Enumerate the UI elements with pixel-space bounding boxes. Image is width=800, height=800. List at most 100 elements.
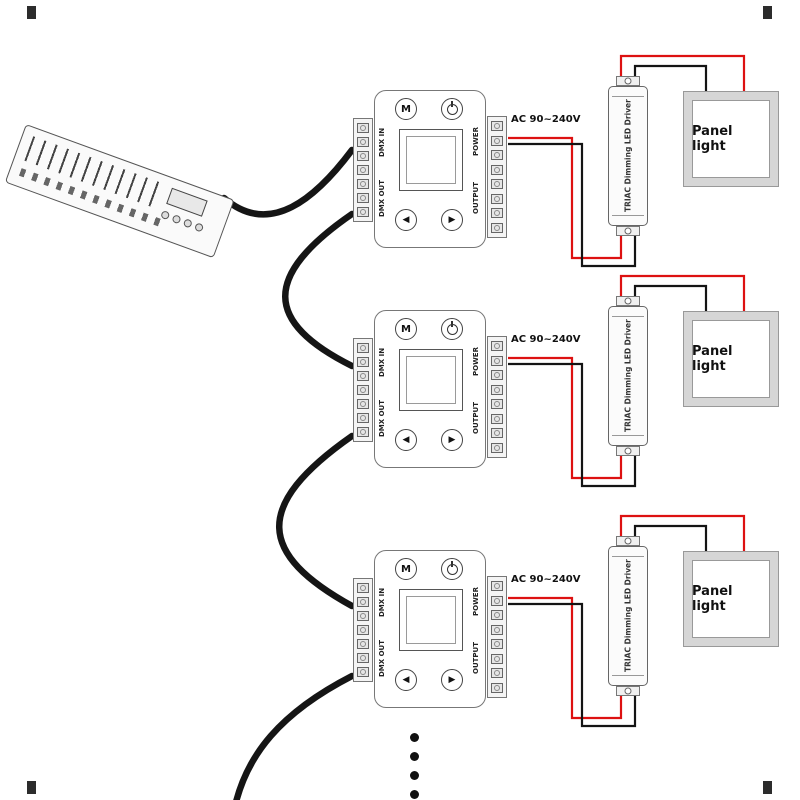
lcd-display <box>399 589 463 651</box>
neutral-ac-in-unit1 <box>508 142 637 268</box>
power-icon <box>446 103 458 115</box>
left-arrow-button: ◀ <box>395 209 417 231</box>
dmx-terminal-block <box>353 578 373 682</box>
power-button <box>441 98 463 120</box>
panel-light-label: Panel light <box>692 124 733 154</box>
console-knobs <box>160 209 217 237</box>
terminal-screw <box>357 179 369 189</box>
driver-mounting-tab-top <box>616 296 640 306</box>
terminal-screw <box>357 639 369 649</box>
dmx-out-label: DMX OUT <box>378 639 386 677</box>
terminal-screw <box>491 193 503 204</box>
terminal-screw <box>357 399 369 409</box>
live-wires <box>508 54 746 720</box>
terminal-screw <box>357 343 369 353</box>
menu-button: M <box>395 558 417 580</box>
dmx-in-label: DMX IN <box>378 347 386 377</box>
left-arrow-icon: ◀ <box>402 435 410 445</box>
driver-body: TRIAC Dimming LED Driver <box>608 306 648 446</box>
dmx-in-label: DMX IN <box>378 587 386 617</box>
panel-light-label: Panel light <box>692 344 733 374</box>
terminal-screw <box>357 193 369 203</box>
live-ac-in-unit3 <box>508 596 623 720</box>
right-arrow-icon: ▶ <box>448 675 456 685</box>
console-display <box>166 187 208 217</box>
right-arrow-button: ▶ <box>441 429 463 451</box>
terminal-screw <box>491 355 503 366</box>
terminal-screw <box>357 625 369 635</box>
dmx-in-label: DMX IN <box>378 127 386 157</box>
live-driver-to-panel-unit3 <box>619 514 746 554</box>
panel-light: Panel light <box>684 92 778 186</box>
cable-unit3-continues <box>233 672 356 800</box>
triac-led-driver: TRIAC Dimming LED Driver <box>608 296 648 456</box>
left-arrow-icon: ◀ <box>402 215 410 225</box>
terminal-screw <box>491 370 503 381</box>
terminal-screw <box>491 595 503 606</box>
terminal-screw <box>491 164 503 175</box>
terminal-screw <box>491 581 503 592</box>
live-driver-to-panel-unit2 <box>619 274 746 314</box>
output-terminal-label: OUTPUT <box>472 642 480 674</box>
left-arrow-icon: ◀ <box>402 675 410 685</box>
driver-label: TRIAC Dimming LED Driver <box>623 319 633 433</box>
dmx-terminal-block <box>353 338 373 442</box>
ac-input-label: AC 90~240V <box>511 114 581 125</box>
terminal-screw <box>491 208 503 219</box>
continuation-dot <box>410 771 419 780</box>
lcd-display <box>399 129 463 191</box>
terminal-screw <box>357 137 369 147</box>
terminal-screw <box>491 341 503 352</box>
power-icon <box>446 323 458 335</box>
menu-button: M <box>395 98 417 120</box>
output-terminal-label: OUTPUT <box>472 402 480 434</box>
terminal-screw <box>357 413 369 423</box>
power-terminal-label: POWER <box>472 127 480 157</box>
live-ac-in-unit2 <box>508 356 623 480</box>
ac-input-label: AC 90~240V <box>511 334 581 345</box>
left-arrow-button: ◀ <box>395 429 417 451</box>
terminal-screw <box>357 357 369 367</box>
menu-button-label: M <box>401 103 411 115</box>
terminal-screw <box>357 371 369 381</box>
terminal-screw <box>491 639 503 650</box>
triac-led-driver: TRIAC Dimming LED Driver <box>608 76 648 236</box>
driver-label: TRIAC Dimming LED Driver <box>623 559 633 673</box>
panel-light-label: Panel light <box>692 584 733 614</box>
dmx-cables <box>220 146 356 800</box>
terminal-screw <box>491 653 503 664</box>
terminal-screw <box>491 135 503 146</box>
power-icon <box>446 563 458 575</box>
right-arrow-button: ▶ <box>441 669 463 691</box>
terminal-screw <box>491 384 503 395</box>
dmx-controller: M DMX IN DMX OUT POWER OUTPUT ◀ ▶ <box>374 90 486 248</box>
continuation-dot <box>410 752 419 761</box>
registration-mark <box>763 6 772 19</box>
menu-button-label: M <box>401 323 411 335</box>
triac-led-driver: TRIAC Dimming LED Driver <box>608 536 648 696</box>
dmx-controller: M DMX IN DMX OUT POWER OUTPUT ◀ ▶ <box>374 550 486 708</box>
neutral-driver-to-panel-unit3 <box>633 524 708 554</box>
lcd-display <box>399 349 463 411</box>
terminal-screw <box>491 682 503 693</box>
power-terminal-block <box>487 336 507 458</box>
right-arrow-icon: ▶ <box>448 435 456 445</box>
terminal-screw <box>491 442 503 453</box>
terminal-screw <box>357 597 369 607</box>
cable-unit2-to-unit3 <box>276 432 356 610</box>
registration-mark <box>27 6 36 19</box>
power-terminal-label: POWER <box>472 587 480 617</box>
terminal-screw <box>491 668 503 679</box>
driver-mounting-tab-bottom <box>616 686 640 696</box>
registration-mark <box>763 781 772 794</box>
continuation-dot <box>410 733 419 742</box>
cable-unit1-to-unit2 <box>282 210 356 370</box>
terminal-screw <box>357 123 369 133</box>
driver-mounting-tab-top <box>616 76 640 86</box>
terminal-screw <box>491 179 503 190</box>
terminal-screw <box>357 151 369 161</box>
dmx-out-label: DMX OUT <box>378 179 386 217</box>
terminal-screw <box>491 399 503 410</box>
